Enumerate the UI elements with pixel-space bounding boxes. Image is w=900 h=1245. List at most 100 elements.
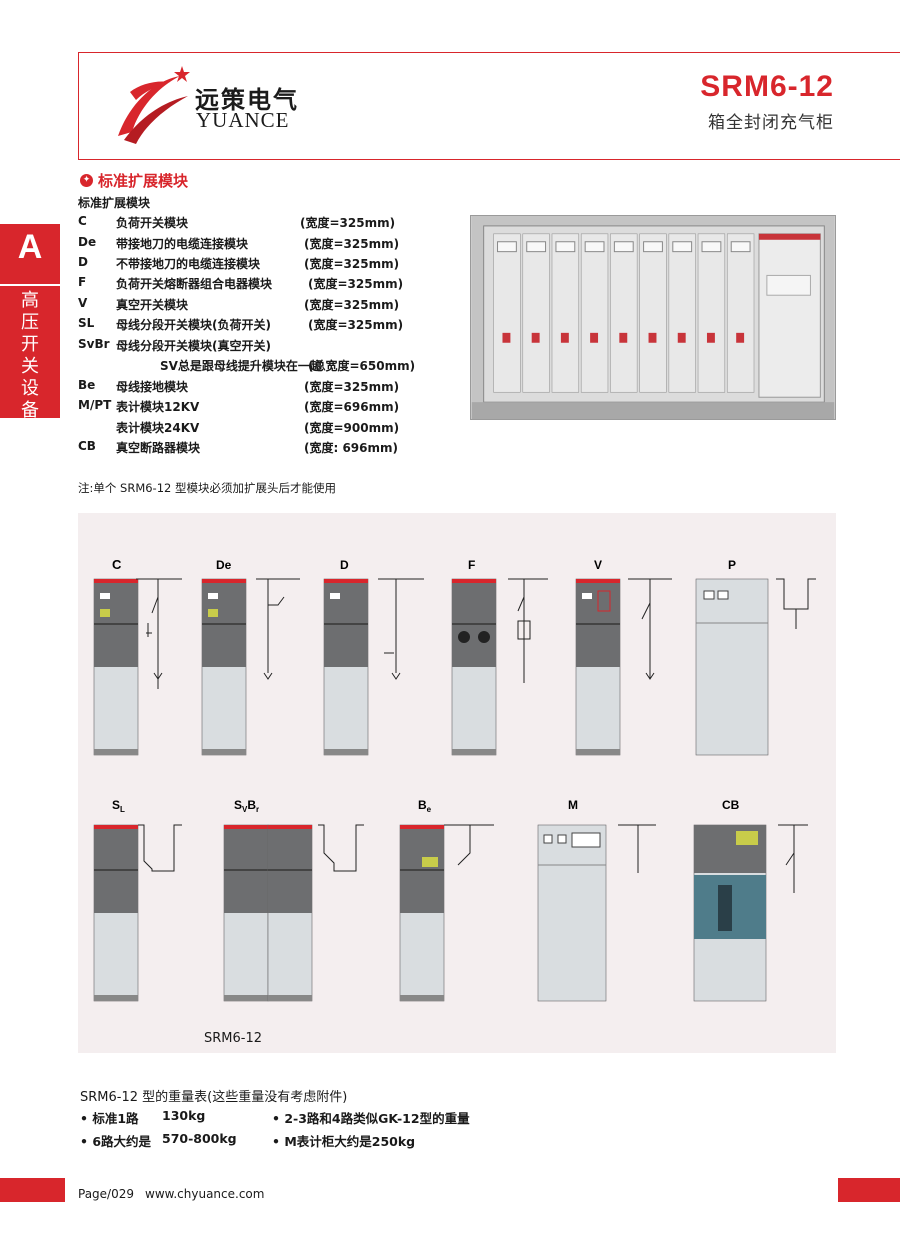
diagram-label-cb: CB bbox=[722, 798, 740, 812]
side-tab-letter: A bbox=[17, 228, 43, 266]
weight-row-1-note: • 2-3路和4路类似GK-12型的重量 bbox=[272, 1111, 470, 1126]
module-description: 母线分段开关模块(真空开关) bbox=[116, 339, 271, 353]
panel-c bbox=[93, 578, 139, 756]
module-row: 表计模块24KV (宽度=900mm) bbox=[78, 419, 418, 437]
module-row: SL 母线分段开关模块(负荷开关) (宽度=325mm) bbox=[78, 316, 418, 334]
brand-name-en: YUANCE bbox=[196, 108, 290, 132]
module-code: SvBr bbox=[78, 337, 110, 351]
diagram-label-svbr: SVBr bbox=[234, 798, 259, 814]
module-row: M/PT 表计模块12KV (宽度=696mm) bbox=[78, 398, 418, 416]
panel-m bbox=[537, 824, 607, 1002]
module-description: 表计模块24KV bbox=[116, 421, 200, 435]
product-model: SRM6-12 bbox=[700, 70, 834, 103]
module-row: C 负荷开关模块 (宽度=325mm) bbox=[78, 214, 418, 232]
section-heading: ✦ 标准扩展模块 bbox=[80, 170, 188, 191]
module-code: Be bbox=[78, 378, 96, 392]
module-row: V 真空开关模块 (宽度=325mm) bbox=[78, 296, 418, 314]
module-row: Be 母线接地模块 (宽度=325mm) bbox=[78, 378, 418, 396]
module-description: 负荷开关模块 bbox=[116, 216, 189, 230]
module-width: (宽度=325mm) bbox=[304, 380, 400, 394]
panel-sl bbox=[93, 824, 139, 1002]
module-width: (宽度: 696mm) bbox=[304, 441, 399, 455]
side-tab-body bbox=[0, 286, 60, 418]
module-description: SV总是跟母线提升模块在一起 bbox=[160, 359, 322, 373]
header-frame bbox=[78, 52, 900, 160]
weight-row-2-label: • 6路大约是 bbox=[80, 1134, 152, 1149]
module-code: V bbox=[78, 296, 88, 310]
module-code: De bbox=[78, 235, 97, 249]
website-link[interactable]: www.chyuance.com bbox=[145, 1187, 265, 1201]
diagram-label-be: Be bbox=[418, 798, 432, 814]
footer-accent-right bbox=[838, 1178, 900, 1202]
module-description: 不带接地刀的电缆连接模块 bbox=[116, 257, 261, 271]
module-width: (宽度=696mm) bbox=[304, 400, 400, 414]
diagram-label-p: P bbox=[728, 558, 736, 572]
diagram-label-d: D bbox=[340, 558, 349, 572]
panel-sv bbox=[223, 824, 269, 1002]
side-tab-char: 备 bbox=[21, 400, 39, 421]
module-description: 真空开关模块 bbox=[116, 298, 189, 312]
module-row: De 带接地刀的电缆连接模块 (宽度=325mm) bbox=[78, 235, 418, 253]
weight-row-1-label: • 标准1路 bbox=[80, 1111, 139, 1126]
module-description: 表计模块12KV bbox=[116, 400, 200, 414]
footer-accent-left bbox=[0, 1178, 65, 1202]
panel-d bbox=[323, 578, 369, 756]
side-tab-char: 开 bbox=[21, 334, 39, 355]
module-code: SL bbox=[78, 316, 95, 330]
star-icon: ✦ bbox=[80, 174, 93, 187]
module-width: (宽度=325mm) bbox=[304, 257, 400, 271]
diagram-caption: SRM6-12 bbox=[204, 1031, 263, 1046]
module-code: M/PT bbox=[78, 398, 112, 412]
weight-row-2-value: 570-800kg bbox=[162, 1131, 237, 1146]
diagram-label-v: V bbox=[594, 558, 602, 572]
panel-br bbox=[267, 824, 313, 1002]
diagram-label-de: De bbox=[216, 558, 232, 572]
weight-table-title: SRM6-12 型的重量表(这些重量没有考虑附件) bbox=[80, 1090, 348, 1105]
diagram-label-f: F bbox=[468, 558, 475, 572]
module-description: 负荷开关熔断器组合电器模块 bbox=[116, 277, 273, 291]
module-width: (宽度=325mm) bbox=[300, 216, 396, 230]
module-list-title: 标准扩展模块 bbox=[78, 196, 151, 210]
side-tab-char: 压 bbox=[21, 312, 39, 333]
module-width: (宽度=325mm) bbox=[308, 318, 404, 332]
side-tab-char: 高 bbox=[21, 290, 39, 311]
diagram-label-m: M bbox=[568, 798, 578, 812]
module-width: (宽度=325mm) bbox=[308, 277, 404, 291]
company-logo bbox=[118, 66, 190, 144]
module-row: F 负荷开关熔断器组合电器模块 (宽度=325mm) bbox=[78, 275, 418, 293]
weight-row-2-note: • M表计柜大约是250kg bbox=[272, 1134, 416, 1149]
module-code: CB bbox=[78, 439, 96, 453]
module-description: 真空断路器模块 bbox=[116, 441, 201, 455]
section-heading-text: 标准扩展模块 bbox=[98, 172, 189, 190]
side-tab-label: 高 压 开 关 设 备 bbox=[0, 290, 60, 422]
module-description: 母线分段开关模块(负荷开关) bbox=[116, 318, 271, 332]
footnote: 注:单个 SRM6-12 型模块必须加扩展头后才能使用 bbox=[78, 481, 336, 495]
panel-de bbox=[201, 578, 247, 756]
side-tab-char: 关 bbox=[21, 356, 39, 377]
module-description: 带接地刀的电缆连接模块 bbox=[116, 237, 249, 251]
module-row: SvBr 母线分段开关模块(真空开关) bbox=[78, 337, 418, 355]
module-width: (总宽度=650mm) bbox=[308, 359, 416, 373]
module-code: D bbox=[78, 255, 88, 269]
diagram-label-sl: SL bbox=[112, 798, 125, 814]
page-number: Page/029 bbox=[78, 1187, 134, 1201]
module-code: F bbox=[78, 275, 87, 289]
product-subtitle: 箱全封闭充气柜 bbox=[708, 113, 834, 133]
side-tab-char: 设 bbox=[21, 378, 39, 399]
module-diagrams: C De D F V P SL SVBr Be M CB bbox=[93, 557, 816, 1002]
module-description: 母线接地模块 bbox=[116, 380, 189, 394]
module-code: C bbox=[78, 214, 87, 228]
module-row: D 不带接地刀的电缆连接模块 (宽度=325mm) bbox=[78, 255, 418, 273]
module-row: CB 真空断路器模块 (宽度: 696mm) bbox=[78, 439, 418, 457]
brand-name-cn: 远策电气 bbox=[195, 86, 299, 114]
side-tab-box bbox=[0, 224, 60, 284]
module-row: SV总是跟母线提升模块在一起(总宽度=650mm) bbox=[78, 357, 418, 375]
module-width: (宽度=900mm) bbox=[304, 421, 400, 435]
cabinet-photo bbox=[470, 215, 836, 420]
panel-f bbox=[451, 578, 497, 756]
diagram-label-c: C bbox=[112, 557, 122, 572]
module-width: (宽度=325mm) bbox=[304, 298, 400, 312]
weight-row-1-value: 130kg bbox=[162, 1108, 206, 1123]
module-width: (宽度=325mm) bbox=[304, 237, 400, 251]
panel-p bbox=[695, 578, 769, 756]
